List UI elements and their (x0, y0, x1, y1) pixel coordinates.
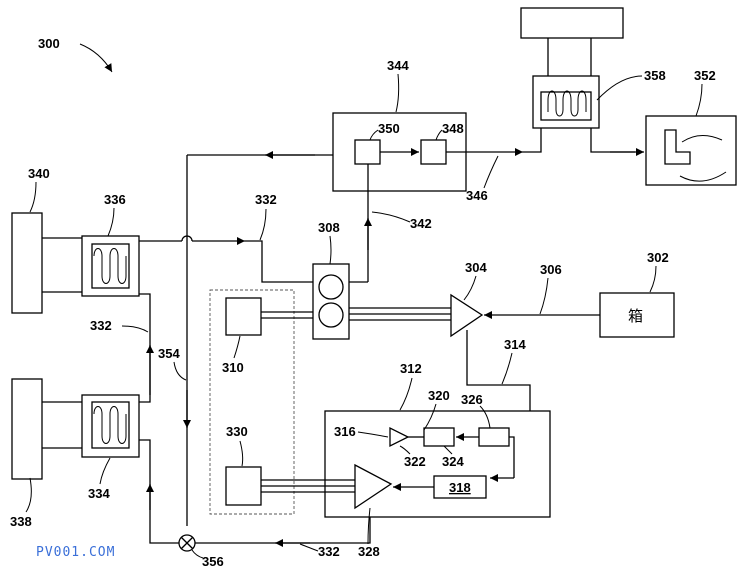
leader-342 (371, 211, 411, 223)
leader-346 (483, 155, 499, 189)
label-330: 330 (226, 424, 248, 439)
hx334-coil (93, 406, 127, 444)
pump-308-wheel-bottom (318, 302, 344, 328)
label-332-left: 332 (90, 318, 112, 333)
figure-ref-arrow (79, 43, 113, 73)
block-350 (354, 139, 381, 165)
pipe-336-to-308 (245, 240, 313, 283)
block-310 (225, 297, 262, 336)
leader-306 (539, 277, 549, 315)
amplifier-304 (450, 293, 484, 338)
label-332-top: 332 (255, 192, 277, 207)
leader-334 (99, 457, 111, 485)
label-302: 302 (647, 250, 669, 265)
component-352 (645, 115, 737, 186)
leader-302 (649, 265, 657, 293)
leader-326 (479, 405, 491, 429)
leader-332-top (259, 208, 267, 241)
element-316 (389, 426, 410, 448)
label-334: 334 (88, 486, 110, 501)
leader-348 (435, 129, 443, 141)
leader-352 (695, 83, 703, 117)
leader-340 (29, 181, 37, 213)
block-330 (225, 466, 262, 506)
label-340: 340 (28, 166, 50, 181)
label-314: 314 (504, 337, 526, 352)
label-304: 304 (465, 260, 487, 275)
leader-332-left (121, 325, 149, 333)
heater-358-inner (540, 91, 592, 121)
leader-314 (501, 352, 513, 385)
loop-332-left-link (139, 293, 151, 403)
label-356: 356 (202, 554, 224, 569)
label-324: 324 (442, 454, 464, 469)
label-320: 320 (428, 388, 450, 403)
line-326-to-318 (509, 436, 515, 478)
label-312: 312 (400, 361, 422, 376)
leader-312 (399, 377, 413, 411)
top-component (520, 7, 624, 39)
leader-304 (463, 275, 477, 301)
tank-302 (599, 292, 675, 338)
radiator-340 (11, 212, 43, 314)
heater-358-coil (547, 90, 587, 117)
leader-332-bottom (299, 543, 319, 552)
pump-308-wheel-top (318, 274, 344, 300)
leader-356 (191, 549, 204, 559)
leader-358 (596, 75, 643, 101)
label-306: 306 (540, 262, 562, 277)
figure-ref-label: 300 (38, 36, 60, 51)
component-352-arc-bottom (679, 171, 727, 182)
label-346: 346 (466, 188, 488, 203)
label-342: 342 (410, 216, 432, 231)
radiator-338 (11, 378, 43, 480)
pipe-358-to-352 (590, 128, 635, 153)
label-310: 310 (222, 360, 244, 375)
label-344: 344 (387, 58, 409, 73)
leader-324 (443, 445, 453, 455)
dashed-group (209, 289, 295, 515)
leader-344 (395, 73, 400, 113)
block-348 (420, 139, 447, 165)
label-336: 336 (104, 192, 126, 207)
component-352-symbol-l (664, 129, 691, 165)
label-316: 316 (334, 424, 356, 439)
valve-356-x2 (180, 536, 194, 550)
label-350: 350 (378, 121, 400, 136)
label-358: 358 (644, 68, 666, 83)
leader-336 (107, 207, 115, 237)
label-318: 318 (449, 480, 471, 495)
label-352: 352 (694, 68, 716, 83)
block-324 (423, 427, 455, 447)
leader-310 (233, 335, 241, 359)
leader-316 (357, 431, 389, 438)
leader-350 (369, 129, 379, 141)
label-354: 354 (158, 346, 180, 361)
label-308: 308 (318, 220, 340, 235)
leader-330 (239, 440, 244, 467)
label-328: 328 (358, 544, 380, 559)
pipe-valve-to-334 (149, 480, 179, 544)
label-326: 326 (461, 392, 483, 407)
hx336-coil (93, 248, 127, 284)
pipe-346-to-358 (523, 128, 542, 153)
tank-text: 箱 (628, 307, 643, 325)
label-348: 348 (442, 121, 464, 136)
label-338: 338 (10, 514, 32, 529)
leader-320 (423, 403, 437, 431)
leader-338 (25, 477, 32, 513)
leader-322 (399, 445, 411, 455)
watermark: PV001.COM (36, 545, 115, 560)
label-322: 322 (404, 454, 426, 469)
pipe-334-top (139, 439, 151, 480)
label-332-bottom: 332 (318, 544, 340, 559)
leader-308 (329, 235, 332, 265)
component-352-arc-top (681, 135, 723, 143)
block-326 (478, 427, 510, 447)
leader-354 (173, 361, 187, 381)
leader-328 (367, 507, 371, 545)
